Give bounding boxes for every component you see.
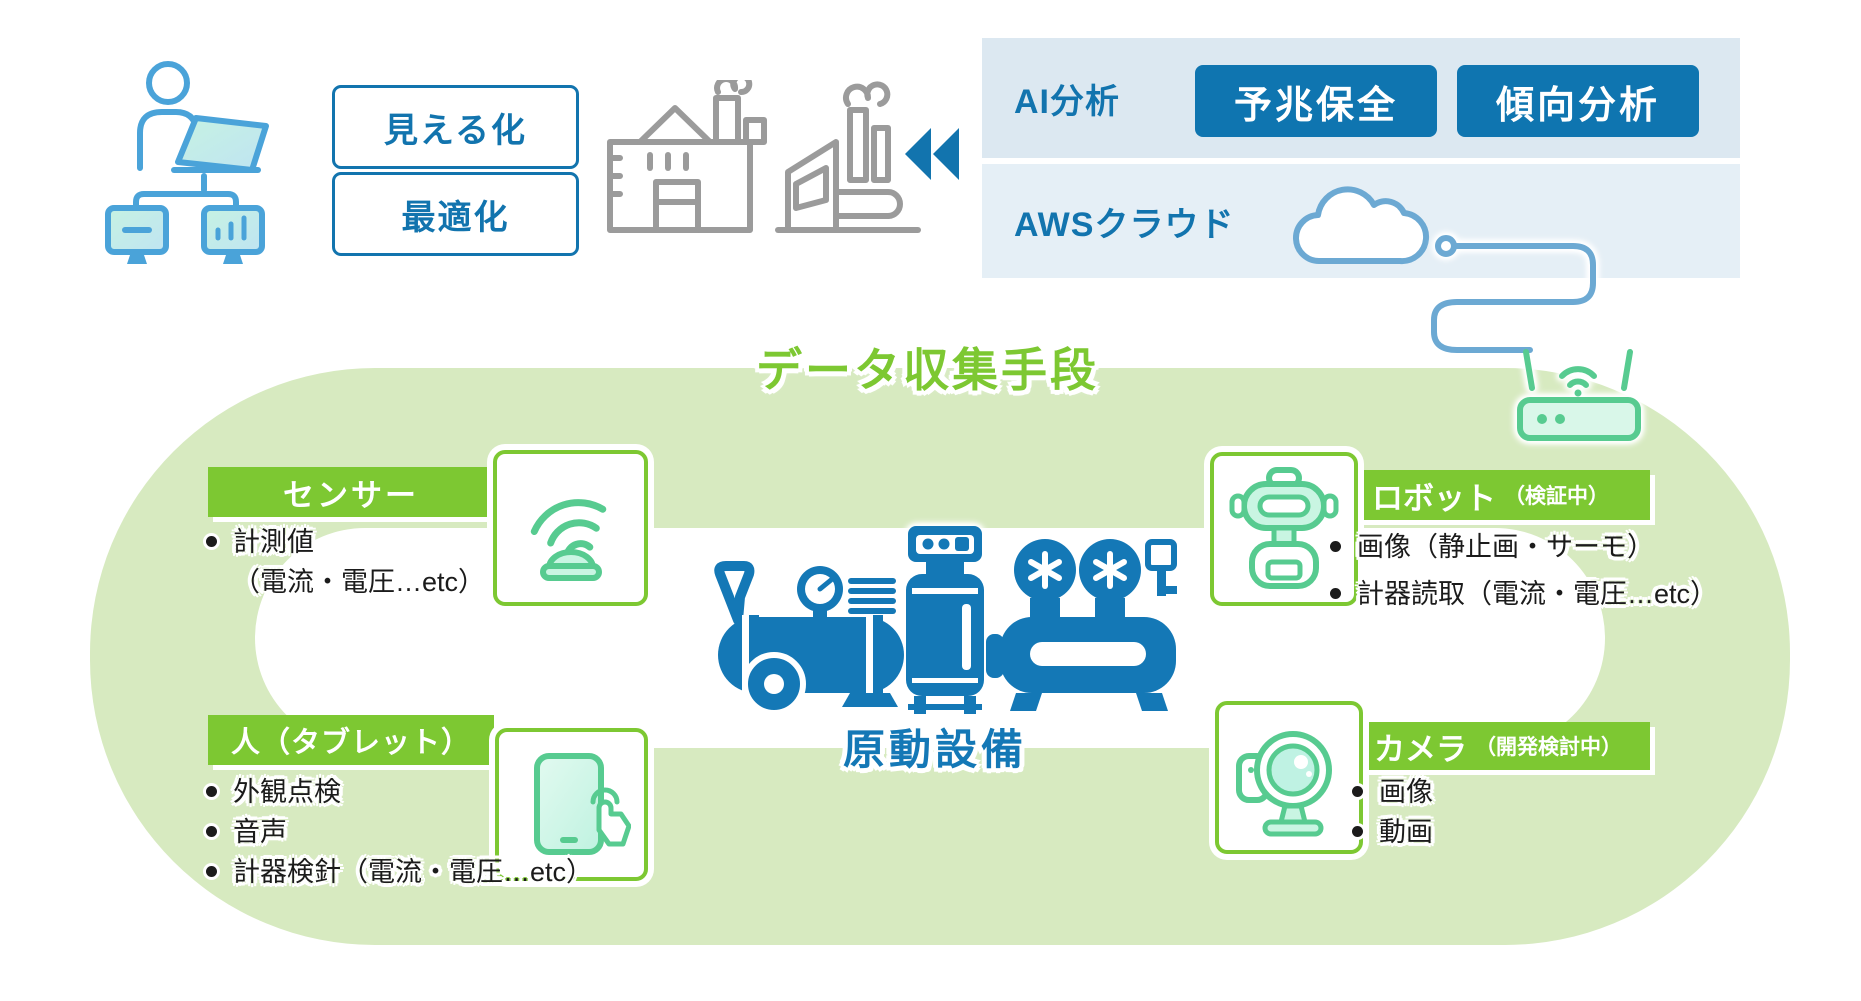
robot-label-bar: ロボット （検証中） — [1350, 470, 1650, 520]
sensor-bullet: 計測値 — [206, 522, 485, 562]
optimize-label: 最適化 — [401, 198, 510, 237]
camera-status: （開発検討中） — [1475, 736, 1622, 759]
camera-bullet: 動画 — [1352, 812, 1433, 852]
human-bullet: 外観点検 — [206, 772, 593, 812]
sensor-bullet-sub: （電流・電圧…etc） — [233, 567, 486, 597]
factory-icon — [607, 80, 921, 233]
robot-status: （検証中） — [1504, 485, 1609, 508]
aws-panel: AI分析 予兆保全 傾向分析 AWSクラウド — [982, 38, 1740, 278]
wifi-sensor-icon — [530, 499, 606, 581]
optimize-box: 最適化 — [332, 172, 579, 256]
camera-bullets: 画像 動画 — [1352, 772, 1433, 852]
cloud-to-router-connector — [1431, 235, 1641, 441]
human-bullet: 計器検針（電流・電圧…etc） — [206, 852, 593, 892]
compressor-machines-icon — [714, 526, 1177, 716]
aws-cloud-label: AWSクラウド — [1014, 205, 1235, 244]
rewind-arrows-icon — [905, 128, 959, 180]
aws-cloud-row: AWSクラウド — [982, 164, 1740, 278]
ai-analysis-label: AI分析 — [1014, 82, 1120, 121]
human-tablet-label-bar: 人（タブレット） — [208, 715, 494, 765]
router-icon — [1517, 349, 1641, 441]
cloud-icon — [1292, 186, 1430, 265]
predictive-maintenance-badge: 予兆保全 — [1195, 65, 1437, 137]
webcam-icon — [1236, 730, 1332, 836]
human-tablet-bullets: 外観点検 音声 計器検針（電流・電圧…etc） — [206, 772, 593, 892]
camera-bullet: 画像 — [1352, 772, 1433, 812]
camera-icon-box — [1215, 701, 1363, 854]
sensor-label-bar: センサー — [208, 467, 494, 517]
vertical-tank-icon — [906, 526, 984, 714]
person-workstation-icon — [105, 61, 269, 264]
ai-analysis-row: AI分析 予兆保全 傾向分析 — [982, 38, 1740, 158]
robot-bullet: 画像（静止画・サーモ） — [1330, 524, 1717, 571]
sensor-icon-box — [493, 450, 648, 606]
camera-label-bar: カメラ （開発検討中） — [1352, 722, 1650, 770]
trend-analysis-label: 傾向分析 — [1495, 84, 1660, 127]
touch-hand-icon — [590, 787, 631, 846]
twin-fan-unit-icon — [986, 539, 1177, 711]
predictive-maintenance-label: 予兆保全 — [1233, 84, 1398, 127]
robot-label: ロボット — [1372, 480, 1496, 516]
robot-bullets: 画像（静止画・サーモ） 計器読取（電流・電圧…etc） — [1330, 524, 1717, 618]
trend-analysis-badge: 傾向分析 — [1457, 65, 1699, 137]
data-collection-title: データ収集手段 — [756, 344, 1099, 396]
equipment-label: 原動設備 — [842, 726, 1027, 773]
human-tablet-label: 人（タブレット） — [230, 727, 471, 759]
robot-icon — [1229, 467, 1339, 589]
human-bullet: 音声 — [206, 812, 593, 852]
sensor-bullets: 計測値 （電流・電圧…etc） — [206, 522, 485, 602]
sensor-label: センサー — [283, 477, 419, 513]
visualize-box: 見える化 — [332, 85, 579, 169]
visualize-label: 見える化 — [384, 111, 527, 150]
wheeled-compressor-icon — [714, 561, 904, 716]
robot-bullet: 計器読取（電流・電圧…etc） — [1330, 571, 1717, 618]
camera-label: カメラ — [1374, 731, 1467, 767]
